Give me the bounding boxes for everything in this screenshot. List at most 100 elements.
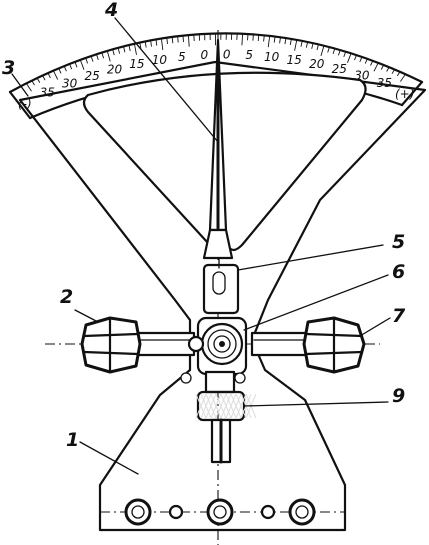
knurl-line [230, 393, 242, 419]
label-6: 6 [392, 261, 405, 283]
scale-tick [267, 35, 271, 48]
scale-tick [85, 57, 89, 64]
scale-number: 15 [287, 53, 302, 67]
scale-tick [400, 73, 406, 82]
scale-tick [128, 45, 131, 52]
scale-tick [311, 42, 314, 49]
knob-assembly [180, 370, 257, 464]
scale-tick [364, 58, 368, 64]
scale-tick [123, 46, 126, 53]
scale-tick [155, 39, 158, 46]
scale-tick [343, 51, 347, 58]
scale-tick [373, 62, 379, 72]
scale-tick [52, 70, 59, 80]
scale-tick [284, 37, 287, 45]
scale-tick [90, 55, 94, 62]
scale-tick [177, 36, 179, 43]
leader-lines [11, 17, 391, 475]
fan-window [82, 71, 367, 252]
scale-tick [74, 61, 78, 68]
knurl-line [235, 393, 247, 419]
scale-number: 15 [129, 57, 144, 71]
scale-tick [79, 59, 85, 70]
scale-number: 5 [178, 50, 186, 64]
scale-tick [320, 45, 325, 57]
label-3: 3 [2, 57, 15, 79]
knurl-line [215, 393, 227, 419]
scale-tick [305, 41, 309, 48]
scale-tick [139, 42, 142, 49]
scale-tick [160, 38, 164, 50]
scale-tick [63, 66, 67, 72]
scale-tick [166, 37, 168, 44]
scale-tick [380, 64, 385, 70]
scale-tick [101, 52, 105, 59]
scale-number: 0 [200, 48, 208, 62]
label-5: 5 [392, 231, 405, 253]
scale-tick [300, 40, 303, 47]
scale-tick [96, 54, 99, 61]
scale-tick [58, 68, 62, 74]
plus-sign: (+) [395, 87, 414, 101]
scale-tick [316, 44, 319, 51]
scale-tick [396, 71, 401, 77]
knurl-line [220, 393, 232, 419]
scale-number: 20 [107, 63, 123, 77]
slot-block [202, 257, 240, 315]
scale-tick [182, 35, 184, 43]
scale-number: 35 [40, 86, 55, 100]
label-9: 9 [392, 385, 405, 407]
knurl-line [200, 393, 212, 419]
scale-tick [289, 38, 292, 45]
right-nut-assembly [250, 316, 366, 374]
base-holes [100, 498, 345, 526]
minus-sign: (-) [18, 97, 32, 111]
scale-tick [354, 54, 357, 61]
label-7: 7 [392, 305, 406, 327]
knurl-line [205, 393, 217, 419]
scale-tick [332, 48, 336, 55]
label-4: 4 [104, 0, 118, 21]
scale-number: 25 [332, 62, 347, 76]
scale-tick [117, 47, 121, 54]
scale-tick [391, 69, 395, 74]
scale-number: 25 [84, 69, 99, 83]
knurl-line [225, 393, 237, 419]
scale-tick [279, 37, 281, 44]
scale-tick [263, 35, 265, 42]
scale-tick [42, 75, 46, 81]
scale-tick [294, 39, 298, 51]
scale-tick [347, 53, 352, 63]
scale-tick [69, 63, 73, 70]
scale-tick [171, 36, 174, 44]
scale-number: 0 [223, 48, 231, 62]
knurl-line [195, 393, 207, 419]
scale-tick [187, 35, 190, 47]
scale-number: 10 [264, 50, 280, 64]
scale-tick [26, 83, 32, 92]
scale-tick [327, 46, 330, 53]
scale-ticks [26, 33, 406, 92]
scale-tick [252, 34, 254, 41]
knurl-line [210, 393, 222, 419]
scale-tick [31, 80, 35, 86]
scale-tick [144, 41, 147, 48]
scale-tick [386, 66, 390, 72]
scale-tick [150, 40, 152, 47]
left-nut-assembly [80, 316, 196, 374]
scale-number: 35 [377, 76, 392, 90]
scale-tick [273, 36, 276, 43]
label-1: 1 [66, 429, 79, 451]
center-screw [187, 316, 248, 376]
scale-number: 30 [62, 77, 78, 91]
scale-tick [370, 60, 374, 66]
scale-tick [47, 72, 51, 79]
scale-tick [247, 33, 249, 41]
scale-number: 20 [309, 57, 325, 71]
scale-tick [337, 49, 341, 56]
scale-tick [257, 34, 260, 42]
